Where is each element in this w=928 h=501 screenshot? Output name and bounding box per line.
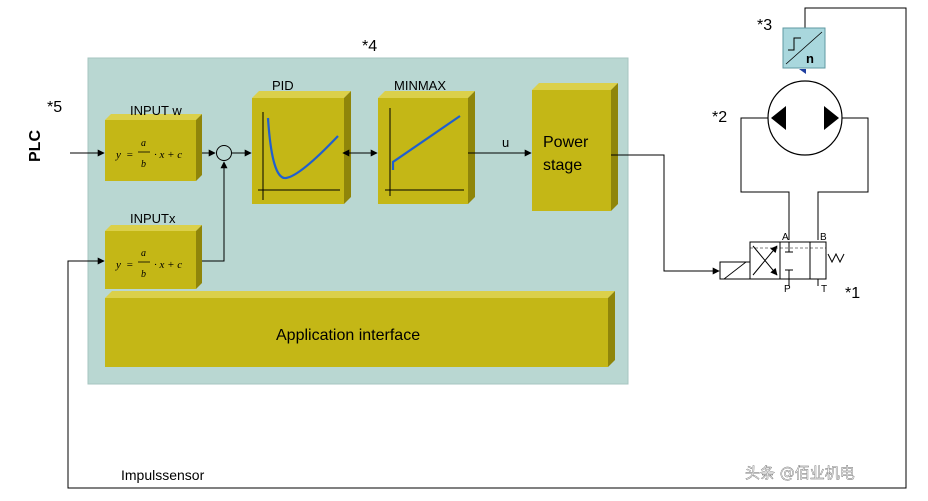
- svg-text:b: b: [141, 269, 146, 280]
- input-w-formula: y = a b · x + c: [115, 138, 182, 170]
- svg-text:y: y: [115, 149, 121, 161]
- plc-label: PLC: [27, 130, 44, 162]
- marker-5: *5: [47, 99, 62, 116]
- input-w-label: INPUT w: [130, 103, 182, 118]
- speed-sensor: [782, 27, 826, 74]
- valve-port-p-label: P: [784, 284, 791, 295]
- motor-port-a-line: [740, 117, 790, 240]
- svg-text:=: =: [126, 259, 133, 271]
- marker-4: *4: [362, 38, 377, 55]
- sensor-n-label: n: [806, 51, 814, 66]
- svg-text:b: b: [141, 159, 146, 170]
- valve-port-a-label: A: [782, 232, 789, 243]
- hydraulic-motor-icon: [767, 80, 843, 156]
- minmax-block: [378, 91, 475, 204]
- minmax-ramp-line: [391, 115, 461, 170]
- svg-text:y: y: [115, 259, 121, 271]
- marker-1: *1: [845, 285, 860, 302]
- power-stage-label-line1: Power: [543, 134, 589, 151]
- svg-text:· x + c: · x + c: [154, 259, 182, 271]
- input-x-formula: y = a b · x + c: [115, 248, 182, 280]
- svg-text:=: =: [126, 149, 133, 161]
- input-x-label: INPUTx: [130, 211, 176, 226]
- application-interface-label: Application interface: [276, 327, 420, 344]
- application-interface-block: [105, 291, 615, 367]
- valve-port-t-label: T: [821, 284, 827, 295]
- svg-text:a: a: [141, 248, 146, 259]
- feedback-line: [67, 7, 907, 489]
- svg-text:· x + c: · x + c: [154, 149, 182, 161]
- valve-spring-icon: [827, 252, 845, 264]
- marker-3: *3: [757, 17, 772, 34]
- pid-block: [252, 91, 351, 204]
- input-x-to-sum-line: [202, 161, 228, 262]
- marker-2: *2: [712, 109, 727, 126]
- power-stage-label-line2: stage: [543, 157, 582, 174]
- input-w-block: y = a b · x + c: [105, 114, 202, 181]
- pid-response-curve: [266, 117, 339, 180]
- pid-label: PID: [272, 78, 294, 93]
- minmax-label: MINMAX: [394, 78, 446, 93]
- proportional-valve-icon: [719, 241, 845, 286]
- input-x-block: y = a b · x + c: [105, 225, 202, 289]
- motor-port-b-line: [817, 117, 869, 240]
- watermark: 头条 @佰业机电: [745, 464, 855, 482]
- u-signal-label: u: [502, 135, 509, 150]
- summing-junction: [216, 145, 232, 161]
- power-to-valve-line: [611, 154, 720, 275]
- impulssensor-label: Impulssensor: [121, 467, 205, 483]
- svg-text:a: a: [141, 138, 146, 149]
- valve-port-b-label: B: [820, 232, 827, 243]
- power-stage-block: [532, 83, 618, 211]
